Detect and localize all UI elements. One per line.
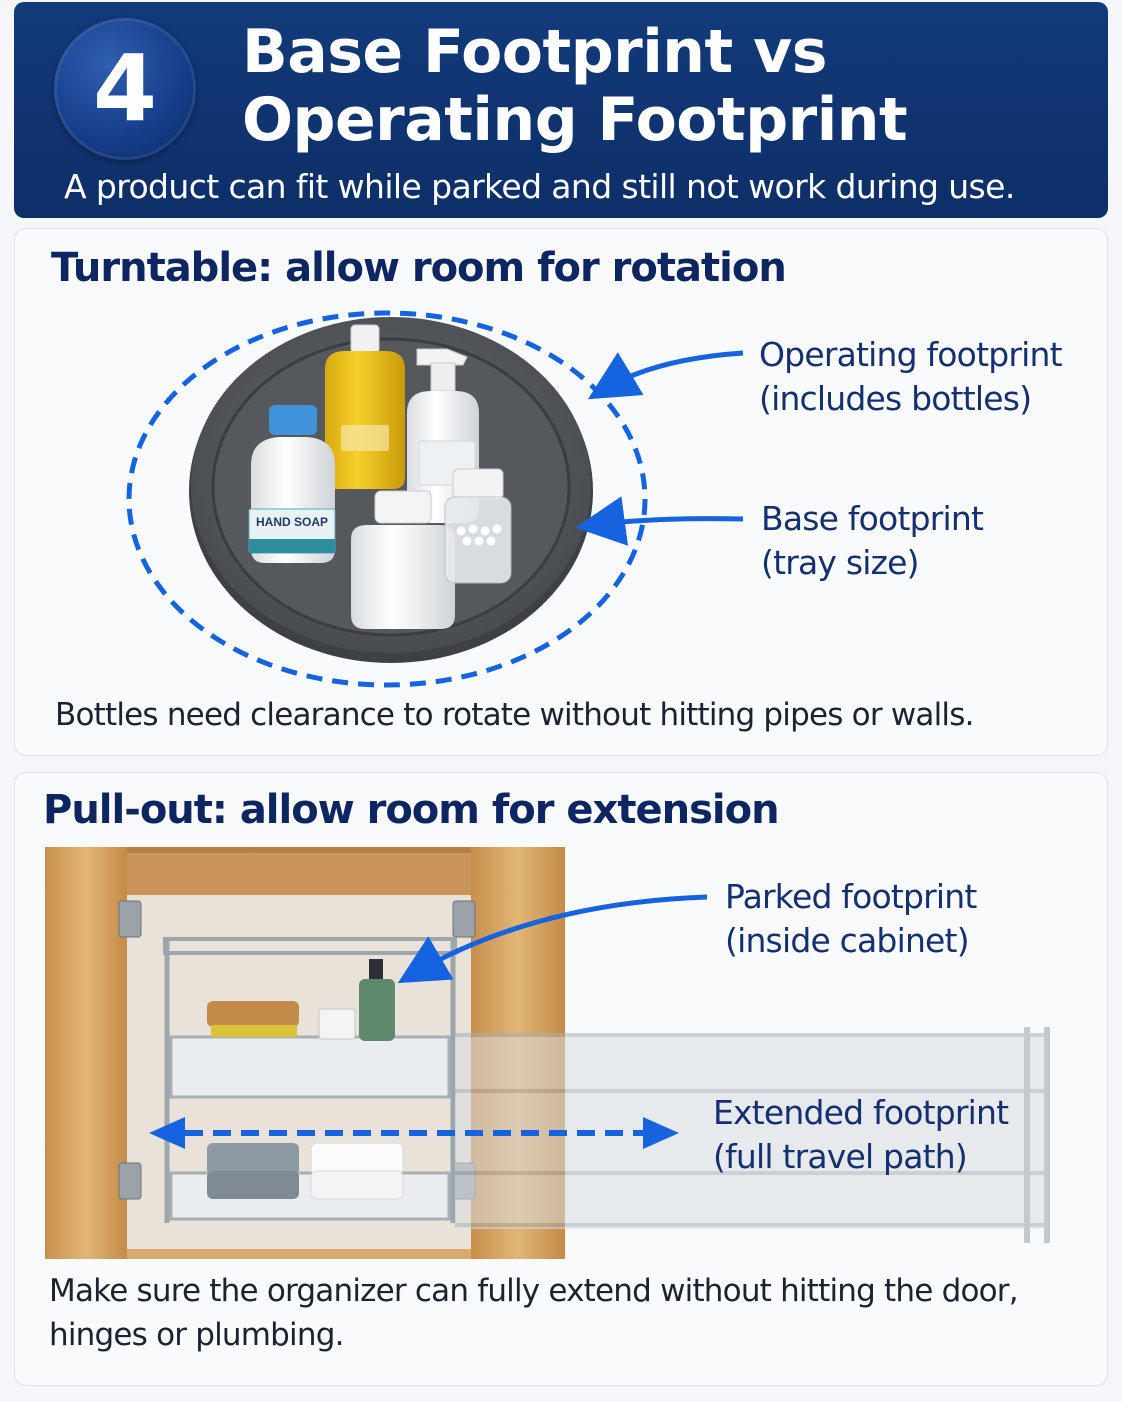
step-number-badge: 4 xyxy=(54,18,196,160)
extended-footprint-label: Extended footprint (full travel path) xyxy=(713,1091,1009,1179)
white-towels xyxy=(310,1142,404,1176)
hinge-icon xyxy=(452,900,476,938)
extended-label-line-2: (full travel path) xyxy=(713,1137,968,1176)
operating-footprint-outline xyxy=(126,310,648,688)
operating-label-line-1: Operating footprint xyxy=(759,335,1063,374)
pullout-illustration xyxy=(45,847,1050,1259)
extended-label-line-1: Extended footprint xyxy=(713,1093,1009,1132)
turntable-caption: Bottles need clearance to rotate without… xyxy=(55,697,974,733)
operating-footprint-arrow xyxy=(587,350,744,400)
white-pill-bottle xyxy=(351,490,455,629)
hand-soap-bottle: HAND SOAP xyxy=(248,405,336,563)
arrow-left-icon xyxy=(149,1117,185,1149)
pullout-title: Pull-out: allow room for extension xyxy=(43,787,780,833)
turntable-panel: Turntable: allow room for rotation xyxy=(14,228,1108,756)
gray-towels xyxy=(207,1143,299,1175)
operating-footprint-label: Operating footprint (includes bottles) xyxy=(759,333,1063,421)
title-line-1: Base Footprint vs xyxy=(242,17,827,87)
title-line-2: Operating Footprint xyxy=(242,85,908,155)
left-cabinet-door xyxy=(45,847,127,1259)
yellow-bottle xyxy=(325,324,405,489)
base-footprint-label: Base footprint (tray size) xyxy=(761,497,984,585)
parked-label-line-1: Parked footprint xyxy=(725,877,977,916)
parked-footprint-arrow xyxy=(397,894,708,984)
turntable-illustration: HAND SOAP xyxy=(126,310,744,688)
operating-label-line-2: (includes bottles) xyxy=(759,379,1032,418)
pullout-caption: Make sure the organizer can fully extend… xyxy=(49,1273,1019,1353)
soap-pump-bottle xyxy=(359,979,395,1041)
hinge-icon xyxy=(118,1162,142,1200)
base-footprint-arrow xyxy=(575,496,744,546)
parked-footprint-label: Parked footprint (inside cabinet) xyxy=(725,875,977,963)
page-subtitle: A product can fit while parked and still… xyxy=(64,167,1015,206)
header-banner: 4 Base Footprint vs Operating Footprint … xyxy=(14,2,1108,218)
base-label-line-2: (tray size) xyxy=(761,543,919,582)
arrow-right-icon xyxy=(643,1117,679,1149)
base-label-line-1: Base footprint xyxy=(761,499,984,538)
parked-label-line-2: (inside cabinet) xyxy=(725,921,970,960)
pullout-panel: Pull-out: allow room for extension xyxy=(14,772,1108,1386)
hand-soap-label: HAND SOAP xyxy=(256,515,328,529)
page-title: Base Footprint vs Operating Footprint xyxy=(242,18,1102,154)
cotton-swab-jar xyxy=(444,468,512,584)
turntable-title: Turntable: allow room for rotation xyxy=(51,245,787,291)
scrub-brush xyxy=(207,1001,299,1027)
parked-organizer xyxy=(163,937,457,1223)
hinge-icon xyxy=(118,900,142,938)
